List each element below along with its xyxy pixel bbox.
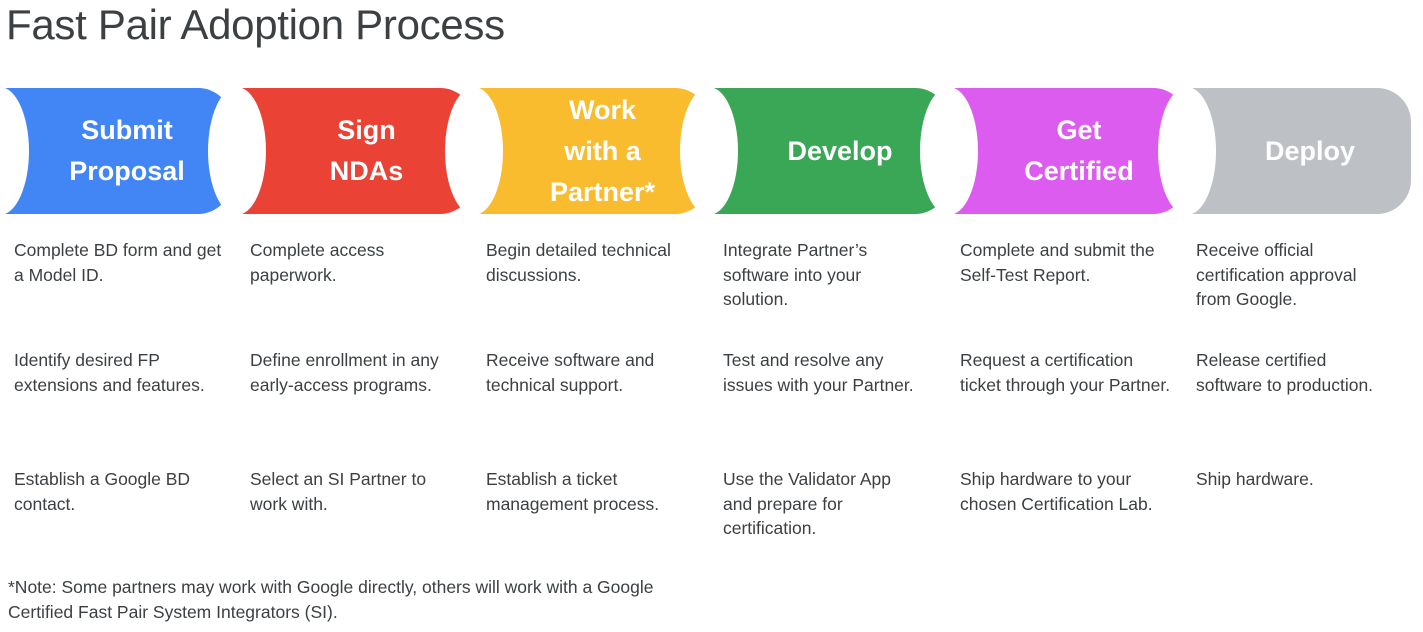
stage-chevron-shape: [709, 88, 949, 214]
bullet-item: Establish a ticket management process.: [486, 469, 660, 514]
stage-notch-cutout: [1158, 87, 1216, 215]
bullet-item: Request a certification ticket through y…: [960, 350, 1171, 395]
stage-notch-cutout: [680, 87, 738, 215]
bullet-item: Select an SI Partner to work with.: [250, 469, 427, 514]
stage-chevron-shape: [237, 88, 474, 214]
stage-chevron-shape: [474, 88, 709, 214]
bullet-item: Identify desired FP extensions and featu…: [14, 350, 205, 395]
bullet-columns-grid: Complete BD form and get a Model ID. Iden…: [0, 238, 1423, 558]
process-stage-1[interactable]: Submit Proposal: [0, 87, 232, 215]
bullet-item: Test and resolve any issues with your Pa…: [723, 350, 914, 395]
bullet-item: Use the Validator App and prepare for ce…: [723, 469, 891, 538]
bullet-item: Complete access paperwork.: [250, 240, 385, 285]
bullet-item: Integrate Partner’s software into your s…: [723, 240, 868, 309]
stage-label: Get Certified: [1024, 115, 1134, 186]
bullet-item: Release certified software to production…: [1196, 350, 1374, 395]
bullet-item: Complete and submit the Self-Test Report…: [960, 240, 1155, 285]
process-stage-3[interactable]: Work with a Partner*: [445, 87, 709, 215]
page-title: Fast Pair Adoption Process: [6, 1, 505, 48]
bullet-item: Receive software and technical support.: [486, 350, 655, 395]
process-stage-2[interactable]: Sign NDAs: [208, 87, 474, 215]
stage-notch-cutout: [208, 87, 266, 215]
bullet-item: Complete BD form and get a Model ID.: [14, 240, 222, 285]
stage-notch-cutout: [920, 87, 978, 215]
bullet-item: Begin detailed technical discussions.: [486, 240, 671, 285]
stage-label: Submit Proposal: [69, 115, 185, 186]
stage-label: Deploy: [1264, 135, 1356, 166]
stage-chevron-shape: [0, 88, 232, 214]
stage-label: Work with a Partner*: [549, 94, 656, 207]
bullet-item: Define enrollment in any early-access pr…: [250, 350, 439, 395]
stage-notch-cutout: [445, 87, 503, 215]
bullet-item: Ship hardware.: [1196, 469, 1314, 489]
bullet-item: Establish a Google BD contact.: [14, 469, 191, 514]
stage-chevron-shape: [1187, 88, 1411, 214]
stage-label: Sign NDAs: [329, 115, 404, 186]
footnote-note: *Note: Some partners may work with Googl…: [8, 577, 654, 622]
stage-label: Develop: [787, 135, 893, 166]
process-stage-banner-row: Submit Proposal Sign NDAs Work with a Part…: [0, 87, 1423, 215]
process-stage-5[interactable]: Get Certified: [920, 87, 1187, 215]
bullet-item: Receive official certification approval …: [1196, 240, 1357, 309]
process-stage-4[interactable]: Develop: [680, 87, 949, 215]
stage-chevron-shape: [949, 88, 1187, 214]
bullet-item: Ship hardware to your chosen Certificati…: [960, 469, 1153, 514]
process-stage-6[interactable]: Deploy: [1158, 87, 1411, 215]
